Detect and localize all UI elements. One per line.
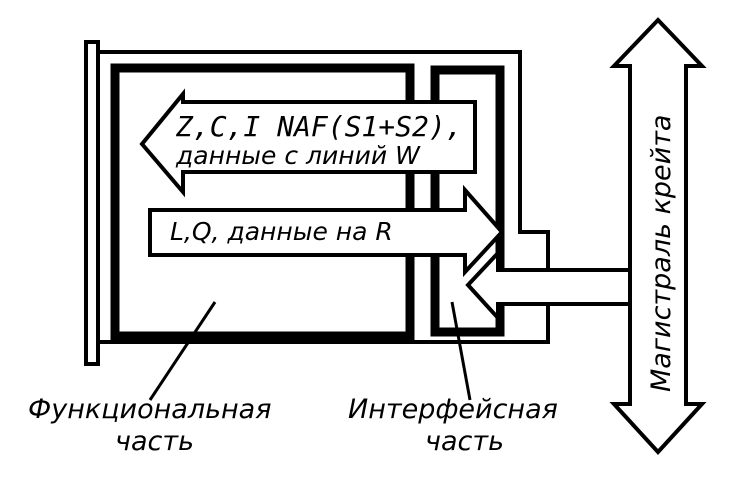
functional-part-caption-line1: Функциональная bbox=[28, 394, 271, 425]
output-arrow-line2: данные с линий W bbox=[175, 141, 421, 170]
bus-to-interface-arrow bbox=[465, 247, 642, 324]
crate-bus-arrow bbox=[609, 17, 707, 455]
functional-part-leader bbox=[148, 301, 217, 401]
interface-part-leader bbox=[450, 301, 472, 401]
interface-part-block bbox=[430, 65, 505, 337]
functional-part-block bbox=[110, 63, 415, 341]
input-arrow bbox=[148, 184, 505, 278]
crate-bus-label: Магистраль крейта bbox=[646, 115, 677, 392]
interface-part-caption-line1: Интерфейсная bbox=[348, 394, 558, 425]
output-arrow-line1: Z,C,I NAF(S1+S2), bbox=[175, 110, 463, 143]
input-arrow-label: L,Q, данные на R bbox=[170, 217, 393, 246]
output-arrow bbox=[139, 88, 477, 198]
front-panel bbox=[84, 40, 100, 366]
module-outline bbox=[98, 50, 550, 344]
interface-part-caption-line2: часть bbox=[425, 426, 504, 457]
functional-part-caption-line2: часть bbox=[115, 426, 194, 457]
